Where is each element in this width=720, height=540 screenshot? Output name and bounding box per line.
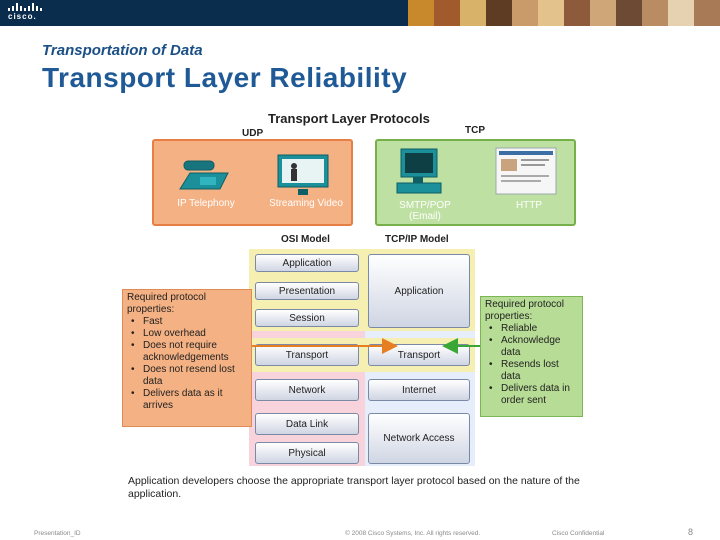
diagram-note: Application developers choose the approp… — [128, 475, 580, 500]
computer-icon — [396, 148, 442, 194]
app-smtp-pop: SMTP/POP (Email) — [399, 200, 451, 222]
ip-phone-icon — [179, 160, 229, 190]
udp-properties-callout: Required protocol properties: Fast Low o… — [122, 289, 252, 427]
udp-property: Does not resend lost data — [127, 364, 247, 388]
udp-applications-box: IP Telephony Streaming Video — [152, 139, 353, 226]
video-screen-icon — [277, 154, 329, 195]
tcp-property: Resends lost data — [485, 359, 578, 383]
footer-presentation-id: Presentation_ID — [34, 530, 81, 537]
tcpip-layer-network-access: Network Access — [368, 413, 470, 464]
cisco-wordmark: cisco. — [8, 12, 37, 21]
tcp-property: Acknowledge data — [485, 335, 578, 359]
diagram-title: Transport Layer Protocols — [268, 111, 430, 126]
tcp-property: Reliable — [485, 323, 578, 335]
tcp-properties-callout: Required protocol properties: Reliable A… — [480, 296, 583, 417]
osi-layer-data-link: Data Link — [255, 413, 359, 435]
banner-photo-strip — [408, 0, 720, 26]
udp-property: Low overhead — [127, 328, 247, 340]
udp-property: Does not require acknowledgements — [127, 340, 247, 364]
osi-layer-session: Session — [255, 309, 359, 327]
tcp-label: TCP — [465, 125, 485, 136]
footer-confidential: Cisco Confidential — [552, 530, 605, 537]
udp-property: Delivers data as it arrives — [127, 388, 247, 412]
slide-kicker: Transportation of Data — [42, 42, 203, 59]
tcp-properties-title: Required protocol properties: — [485, 299, 564, 322]
web-page-icon — [495, 147, 557, 195]
tcpip-layer-application: Application — [368, 254, 470, 328]
tcpip-model-header: TCP/IP Model — [385, 234, 449, 245]
app-streaming-video: Streaming Video — [269, 198, 343, 209]
osi-layer-application: Application — [255, 254, 359, 272]
udp-property: Fast — [127, 316, 247, 328]
osi-layer-network: Network — [255, 379, 359, 401]
footer-copyright: © 2008 Cisco Systems, Inc. All rights re… — [345, 530, 481, 537]
top-banner: cisco. — [0, 0, 720, 26]
page-number: 8 — [688, 527, 694, 537]
udp-properties-title: Required protocol properties: — [127, 292, 206, 315]
app-ip-telephony: IP Telephony — [177, 198, 235, 209]
osi-layer-transport: Transport — [255, 344, 359, 366]
osi-model-header: OSI Model — [281, 234, 330, 245]
app-http: HTTP — [515, 200, 543, 211]
osi-layer-physical: Physical — [255, 442, 359, 464]
tcp-property: Delivers data in order sent — [485, 383, 578, 407]
udp-label: UDP — [242, 128, 264, 139]
tcpip-layer-internet: Internet — [368, 379, 470, 401]
cisco-logo: cisco. — [8, 3, 44, 23]
osi-layer-presentation: Presentation — [255, 282, 359, 300]
tcp-applications-box: SMTP/POP (Email) HTTP — [375, 139, 576, 226]
cisco-bars-icon — [8, 3, 44, 11]
slide-title: Transport Layer Reliability — [42, 62, 408, 93]
